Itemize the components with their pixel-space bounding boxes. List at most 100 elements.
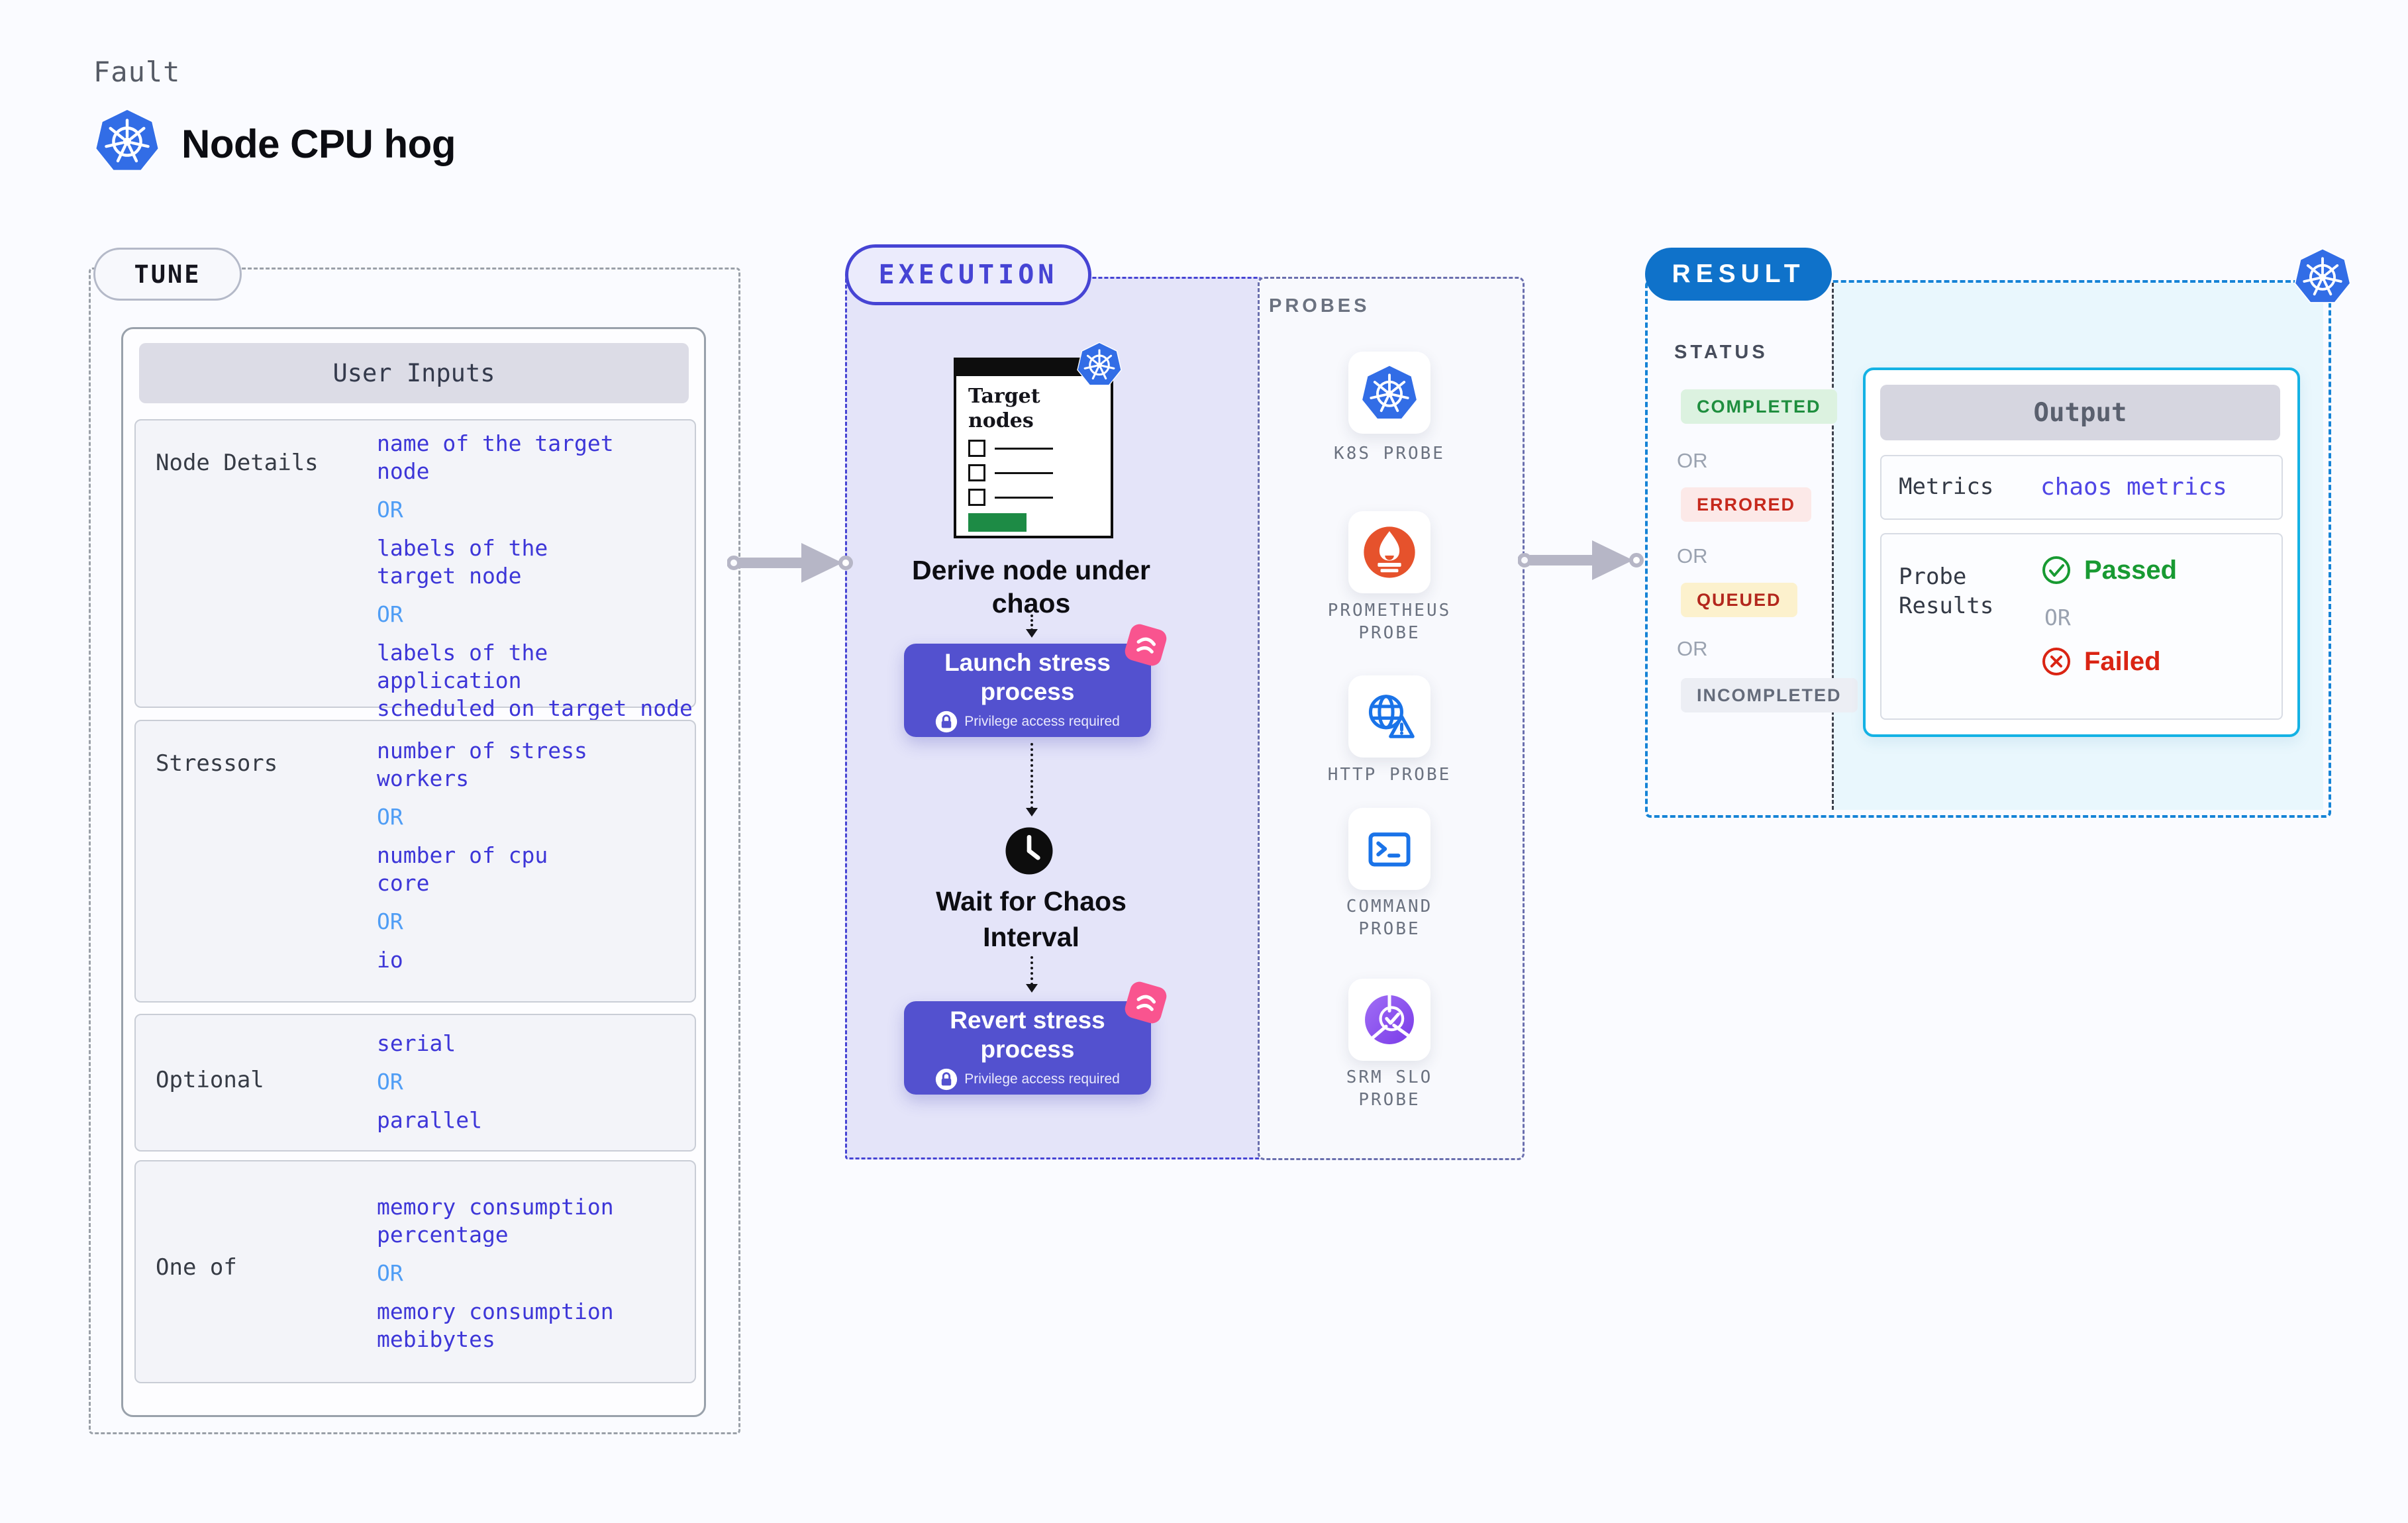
node-line [995, 447, 1053, 450]
lock-icon [936, 1068, 958, 1090]
or-separator: OR [377, 1260, 403, 1286]
privilege-note: Privilege access required [964, 713, 1120, 729]
or-separator: OR [377, 497, 403, 522]
probe-label: COMMAND PROBE [1346, 897, 1433, 939]
table-row-one-of: One of memory consumption percentage OR … [134, 1160, 696, 1383]
srm-slo-probe-tile [1348, 979, 1430, 1061]
window-title: Target nodes [968, 385, 1040, 432]
or-separator: OR [377, 1069, 403, 1095]
row-label: Stressors [156, 750, 278, 777]
row-option: number of cpu core [377, 842, 548, 896]
page-title: Node CPU hog [181, 122, 456, 166]
chaos-badge-icon [1123, 979, 1169, 1026]
probe-label: HTTP PROBE [1327, 765, 1452, 785]
step-wait-label: Wait for Chaos Interval [936, 886, 1127, 952]
metrics-value: chaos metrics [2040, 473, 2227, 501]
or-separator: OR [377, 804, 403, 830]
table-row-stressors: Stressors number of stress workers OR nu… [134, 720, 696, 1003]
flow-connector [1026, 956, 1038, 993]
user-inputs-header: User Inputs [139, 343, 689, 403]
node-list-item [968, 464, 1111, 481]
probe-label: SRM SLO PROBE [1346, 1067, 1433, 1110]
execution-badge: EXECUTION [845, 244, 1091, 305]
row-option: parallel [377, 1107, 482, 1133]
command-probe-tile [1348, 808, 1430, 890]
http-probe-tile [1348, 675, 1430, 758]
row-option: io [377, 947, 403, 973]
or-separator: OR [1677, 449, 1708, 472]
prometheus-probe-tile [1348, 511, 1430, 593]
node-list-item [968, 489, 1111, 506]
row-option: memory consumption mebibytes [377, 1299, 614, 1352]
privilege-note: Privilege access required [964, 1071, 1120, 1087]
result-divider [1832, 283, 1834, 810]
probe-passed: Passed [2040, 554, 2177, 586]
flow-connector [1026, 614, 1038, 638]
output-header: Output [1880, 385, 2280, 440]
step-title: Revert stress process [950, 1006, 1105, 1063]
chaos-badge-icon [1123, 622, 1169, 668]
status-badge-errored: ERRORED [1681, 487, 1812, 522]
probe-label: K8S PROBE [1334, 444, 1445, 464]
flow-arrow-tune-to-execution [727, 543, 853, 583]
target-nodes-window: Target nodes [954, 358, 1113, 538]
checkbox-icon [968, 464, 985, 481]
passed-label: Passed [2084, 555, 2178, 585]
node-list-item [968, 440, 1111, 457]
or-separator: OR [377, 601, 403, 627]
or-separator: OR [2044, 605, 2071, 630]
kubernetes-icon [1077, 342, 1122, 386]
status-title: STATUS [1674, 342, 1768, 363]
checkbox-icon [968, 440, 985, 457]
probe-failed: Failed [2040, 646, 2161, 677]
flow-connector [1026, 743, 1038, 816]
step-derive-node-label: Derive node under chaos [912, 555, 1150, 618]
metrics-label: Metrics [1899, 473, 1994, 500]
launch-stress-process-step: Launch stress process Privilege access r… [904, 644, 1151, 737]
revert-stress-process-step: Revert stress process Privilege access r… [904, 1001, 1151, 1095]
or-separator: OR [1677, 544, 1708, 567]
tune-badge: TUNE [93, 248, 242, 301]
output-card: Output Metrics chaos metrics Probe Resul… [1863, 368, 2300, 737]
lock-icon [936, 711, 958, 732]
status-badge-completed: COMPLETED [1681, 389, 1837, 424]
row-label: Node Details [156, 450, 319, 476]
row-label: Optional [156, 1067, 264, 1093]
checkbox-icon [968, 489, 985, 506]
node-line [995, 496, 1053, 499]
probe-results-label: Probe Results [1899, 564, 1994, 619]
kubernetes-icon [95, 108, 160, 173]
x-circle-icon [2042, 648, 2070, 675]
fault-kicker: Fault [93, 56, 181, 88]
k8s-icon [1361, 364, 1418, 420]
probes-title: PROBES [1269, 295, 1370, 317]
prometheus-icon [1364, 526, 1415, 578]
failed-label: Failed [2084, 646, 2161, 676]
row-option: memory consumption percentage [377, 1194, 614, 1248]
row-option: name of the target node [377, 430, 614, 484]
status-badge-incompleted: INCOMPLETED [1681, 678, 1858, 712]
status-badge-queued: QUEUED [1681, 583, 1797, 617]
k8s-probe-tile [1348, 352, 1430, 434]
row-label: One of [156, 1254, 237, 1281]
result-badge: RESULT [1645, 248, 1832, 301]
table-row-node-details: Node Details name of the target node OR … [134, 419, 696, 721]
window-action-button [968, 513, 1027, 532]
tune-section [89, 268, 740, 1434]
node-line [995, 471, 1053, 474]
metrics-row: Metrics chaos metrics [1880, 455, 2283, 520]
or-separator: OR [377, 909, 403, 934]
result-section [1645, 280, 2331, 818]
check-circle-icon [2042, 556, 2070, 584]
row-option: serial [377, 1030, 456, 1056]
step-title: Launch stress process [944, 648, 1111, 705]
terminal-icon [1368, 832, 1411, 867]
row-option: labels of the application scheduled on t… [377, 640, 693, 721]
kubernetes-icon [2294, 248, 2351, 304]
probe-label: PROMETHEUS PROBE [1327, 601, 1452, 643]
user-inputs-table: User Inputs Node Details name of the tar… [121, 327, 706, 1417]
probe-results-row: Probe Results Passed OR Failed [1880, 533, 2283, 720]
row-option: number of stress workers [377, 738, 587, 791]
srm-slo-icon [1365, 993, 1414, 1044]
